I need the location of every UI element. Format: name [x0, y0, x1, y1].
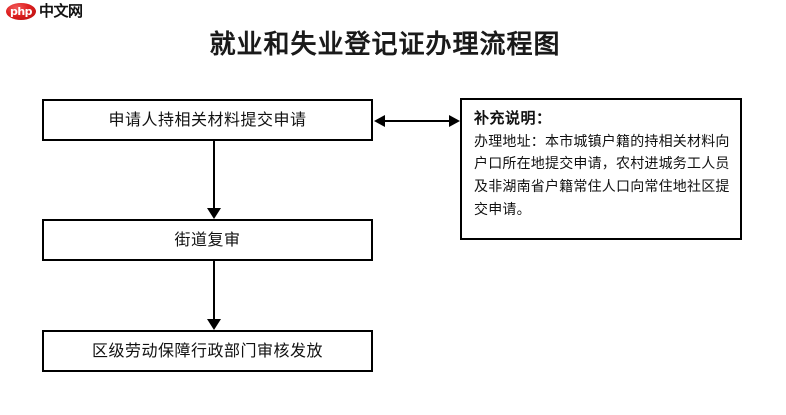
note-panel: 补充说明： 办理地址：本市城镇户籍的持相关材料向户口所在地提交申请，农村进城务工…	[460, 98, 742, 240]
flow-node-issue: 区级劳动保障行政部门审核发放	[42, 330, 373, 372]
arrow-right-icon	[449, 115, 460, 127]
connector-apply-to-note	[374, 114, 460, 129]
connector-line	[382, 120, 452, 122]
site-logo-text: 中文网	[39, 2, 83, 20]
connector-review-to-issue	[206, 261, 222, 330]
arrow-left-icon	[374, 115, 385, 127]
connector-apply-to-review	[206, 141, 222, 219]
arrow-down-icon	[207, 319, 221, 330]
note-panel-body: 办理地址：本市城镇户籍的持相关材料向户口所在地提交申请，农村进城务工人员及非湖南…	[474, 133, 730, 218]
arrow-down-icon	[207, 208, 221, 219]
flow-node-issue-label: 区级劳动保障行政部门审核发放	[91, 341, 323, 360]
note-panel-title: 补充说明：	[474, 109, 552, 127]
php-badge-icon: php	[6, 3, 36, 20]
page-title: 就业和失业登记证办理流程图	[209, 30, 561, 60]
site-logo: php 中文网	[6, 3, 83, 20]
flow-node-apply-label: 申请人持相关材料提交申请	[108, 110, 307, 129]
connector-line	[213, 261, 215, 320]
flow-node-apply: 申请人持相关材料提交申请	[42, 99, 373, 141]
flow-node-review: 街道复审	[42, 219, 373, 261]
connector-line	[213, 141, 215, 209]
flow-node-review-label: 街道复审	[174, 230, 241, 249]
